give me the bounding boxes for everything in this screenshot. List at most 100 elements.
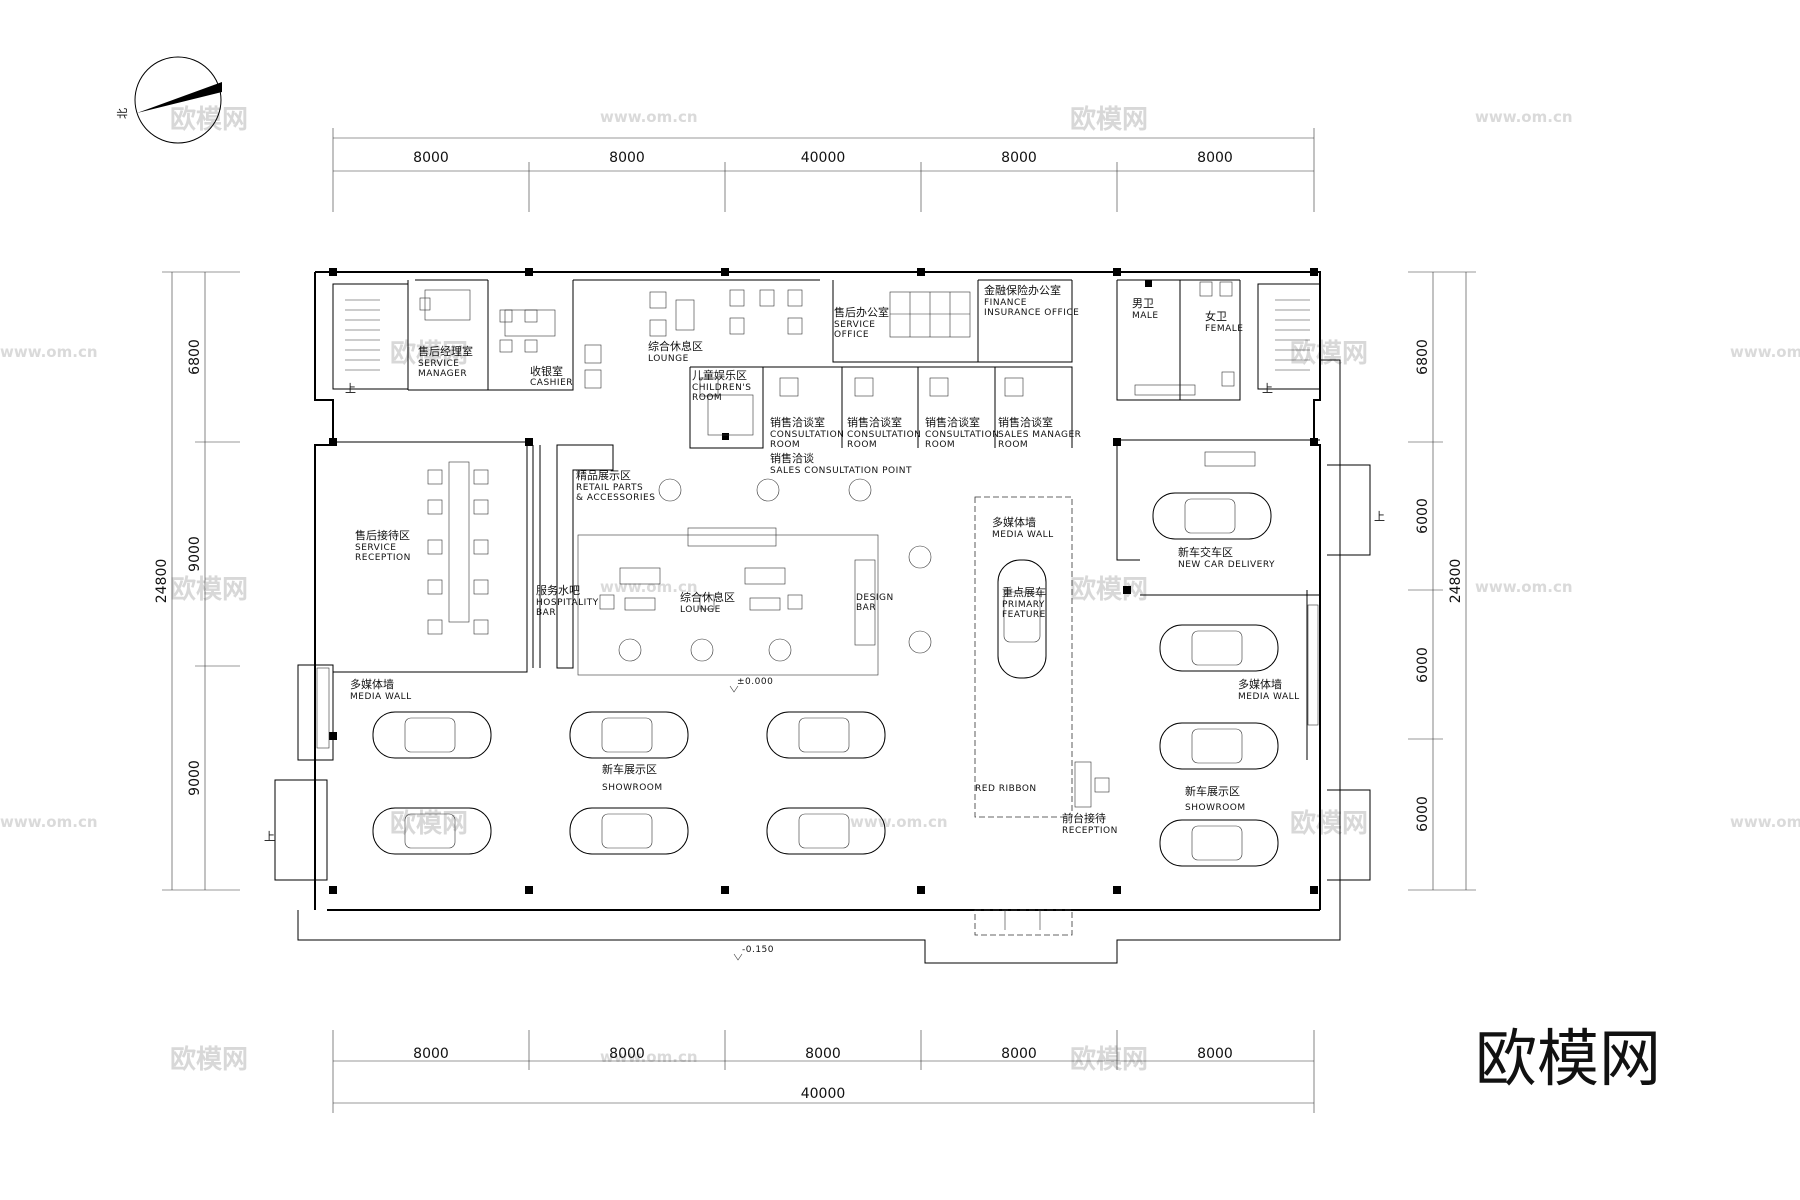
dim-bay-right: 6000 bbox=[1415, 498, 1431, 534]
room-label-en: PRIMARY bbox=[1002, 600, 1045, 610]
room-label-en: LOUNGE bbox=[680, 605, 721, 615]
room-consultation-3: 销售洽谈室 CONSULTATION ROOM bbox=[925, 415, 999, 450]
watermark-brand: 欧模网 bbox=[390, 808, 468, 839]
room-label-en: DESIGN bbox=[856, 593, 894, 603]
room-label-en: ROOM bbox=[692, 393, 722, 403]
room-label-en: BAR bbox=[856, 603, 876, 613]
room-label-en: LOUNGE bbox=[648, 354, 689, 364]
room-label-en: FEMALE bbox=[1205, 324, 1244, 334]
car bbox=[1159, 819, 1279, 867]
dim-bay-top: 8000 bbox=[1197, 150, 1233, 166]
dim-bay-right: 6000 bbox=[1415, 796, 1431, 832]
room-label-cn: 售后办公室 bbox=[834, 305, 889, 319]
north-arrow-circle bbox=[134, 56, 222, 144]
room-label-cn: 销售洽谈 bbox=[770, 451, 814, 465]
dim-overall-depth-left: 24800 bbox=[154, 559, 170, 604]
building-walls: 上 上 bbox=[274, 271, 1371, 964]
room-label-cn: 多媒体墙 bbox=[350, 677, 394, 691]
structural-columns bbox=[329, 268, 1318, 894]
room-label-en: RECEPTION bbox=[1062, 826, 1118, 836]
room-label-en: ROOM bbox=[770, 440, 800, 450]
zone-primary-feature: 重点展车 PRIMARY FEATURE bbox=[1002, 585, 1046, 620]
watermark-brand: 欧模网 bbox=[170, 1044, 248, 1075]
zone-lounge-main: 综合休息区 LOUNGE bbox=[680, 590, 735, 615]
furniture bbox=[316, 281, 1319, 808]
north-arrow: 北 bbox=[116, 56, 222, 144]
room-label-en: NEW CAR DELIVERY bbox=[1178, 560, 1275, 570]
room-consultation-2: 销售洽谈室 CONSULTATION ROOM bbox=[847, 415, 921, 450]
car bbox=[1159, 722, 1279, 770]
watermark-brand: 欧模网 bbox=[1290, 338, 1368, 369]
room-label-en: SALES MANAGER bbox=[998, 430, 1081, 440]
room-label-en: CONSULTATION bbox=[847, 430, 921, 440]
car bbox=[569, 807, 689, 855]
dim-bay-right: 6800 bbox=[1415, 339, 1431, 375]
dim-bay-bottom: 8000 bbox=[609, 1046, 645, 1062]
watermark-brand: 欧模网 bbox=[1290, 808, 1368, 839]
room-label-cn: 男卫 bbox=[1132, 297, 1154, 310]
room-label-cn: 销售洽谈室 bbox=[998, 415, 1053, 429]
watermark-url: www.om.cn bbox=[850, 813, 948, 831]
dimension-right: 24800 6800 6000 6000 6000 bbox=[1408, 271, 1476, 891]
dim-bay-right: 6000 bbox=[1415, 647, 1431, 683]
room-label-en: INSURANCE OFFICE bbox=[984, 308, 1079, 318]
zone-sales-consultation-point: 销售洽谈 SALES CONSULTATION POINT bbox=[770, 451, 911, 476]
zone-media-wall-left: 多媒体墙 MEDIA WALL bbox=[350, 677, 411, 702]
zone-hospitality-bar: 服务水吧 HOSPITALITY BAR bbox=[536, 584, 598, 618]
dim-bay-bottom: 8000 bbox=[1001, 1046, 1037, 1062]
dim-bay-top: 8000 bbox=[413, 150, 449, 166]
room-cashier: 收银室 CASHIER bbox=[530, 364, 573, 388]
room-label-cn: 收银室 bbox=[530, 364, 563, 378]
room-label-en: CONSULTATION bbox=[925, 430, 999, 440]
exterior-level-label: -0.150 bbox=[742, 945, 774, 955]
watermark-brand: 欧模网 bbox=[1070, 104, 1148, 135]
watermark-brand: 欧模网 bbox=[1070, 1044, 1148, 1075]
watermark-url: www.om.cn bbox=[1475, 108, 1573, 126]
room-label-cn: 金融保险办公室 bbox=[984, 283, 1061, 297]
room-label-cn: 售后接待区 bbox=[355, 528, 410, 542]
room-label-cn: 女卫 bbox=[1205, 309, 1227, 323]
room-lounge-top: 综合休息区 LOUNGE bbox=[648, 339, 703, 364]
room-label-en: RED RIBBON bbox=[975, 784, 1037, 794]
dimension-left: 24800 6800 9000 9000 bbox=[154, 271, 240, 891]
room-label-en: MALE bbox=[1132, 311, 1159, 321]
car bbox=[766, 711, 886, 759]
north-arrow-pointer bbox=[137, 82, 222, 113]
zone-service-reception: 售后接待区 SERVICE RECEPTION bbox=[355, 528, 410, 563]
room-label-en: FEATURE bbox=[1002, 610, 1046, 620]
stair-right bbox=[1257, 283, 1321, 390]
dim-bay-top: 8000 bbox=[1001, 150, 1037, 166]
room-label-en: ROOM bbox=[925, 440, 955, 450]
dim-bay-left: 9000 bbox=[187, 536, 203, 572]
room-label-cn: 售后经理室 bbox=[418, 344, 473, 358]
room-label-en: CONSULTATION bbox=[770, 430, 844, 440]
room-label-cn: 重点展车 bbox=[1002, 585, 1046, 599]
room-label-cn: 新车交车区 bbox=[1178, 545, 1233, 559]
room-label-cn: 精品展示区 bbox=[576, 469, 631, 482]
room-label-cn: 服务水吧 bbox=[536, 584, 580, 597]
north-label: 北 bbox=[116, 108, 129, 119]
dim-overall-depth-right: 24800 bbox=[1448, 559, 1464, 604]
room-service-office: 售后办公室 SERVICE OFFICE bbox=[834, 305, 889, 340]
car bbox=[766, 807, 886, 855]
room-label-en: SHOWROOM bbox=[1185, 803, 1246, 813]
car bbox=[1152, 492, 1272, 540]
car bbox=[372, 807, 492, 855]
zone-red-ribbon: RED RIBBON bbox=[975, 784, 1037, 794]
stair-up-label: 上 bbox=[345, 382, 356, 395]
room-label-cn: 前台接待 bbox=[1062, 811, 1106, 825]
room-label-en: MEDIA WALL bbox=[992, 530, 1054, 540]
zone-media-wall-right: 多媒体墙 MEDIA WALL bbox=[1238, 677, 1299, 702]
watermark-url: www.om.cn bbox=[600, 1048, 698, 1066]
room-label-cn: 销售洽谈室 bbox=[925, 415, 980, 429]
room-service-manager: 售后经理室 SERVICE MANAGER bbox=[418, 344, 473, 379]
room-label-en: SHOWROOM bbox=[602, 783, 663, 793]
car bbox=[372, 711, 492, 759]
zone-showroom-right: 新车展示区 SHOWROOM bbox=[1185, 784, 1246, 813]
room-label-en: MANAGER bbox=[418, 369, 467, 379]
room-label-cn: 儿童娱乐区 bbox=[692, 368, 747, 382]
watermark-url: www.om.cn bbox=[0, 813, 98, 831]
room-label-en: OFFICE bbox=[834, 330, 869, 340]
room-label-en: ROOM bbox=[847, 440, 877, 450]
room-female-toilet: 女卫 FEMALE bbox=[1205, 309, 1244, 334]
